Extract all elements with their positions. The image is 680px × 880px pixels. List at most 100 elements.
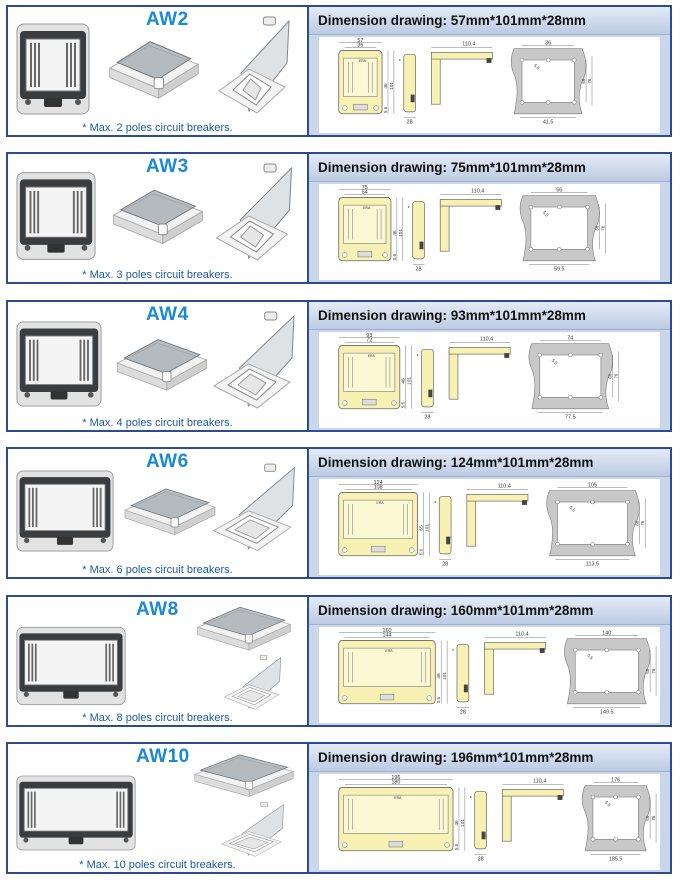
dim-inner-label: 36 [357, 43, 363, 49]
product-photos: AW6 * Max. 6 poles circuit breakers. [8, 449, 309, 577]
dim-height-label: 101 [442, 672, 448, 680]
model-name: AW6 [146, 451, 189, 472]
dimension-title: Dimension drawing: 124mm*101mm*28mm [309, 449, 670, 477]
dim-width-label: 75 [362, 185, 368, 191]
mount-bottom-label: 185.5 [609, 856, 623, 862]
dim-small-label: 5.6 [454, 843, 459, 850]
brand-label: ERA [363, 206, 371, 210]
dim-small-label: 5.6 [418, 548, 423, 555]
hole-diameter-label: 5.5 [604, 800, 612, 808]
capacity-note: * Max. 3 poles circuit breakers. [82, 269, 233, 281]
dim-depth-label: 110.4 [480, 337, 493, 343]
model-name: AW8 [136, 599, 179, 620]
product-row-aw6: AW6 * Max. 6 poles circuit breakers. Dimen… [6, 447, 672, 579]
dim-height-label: 101 [424, 524, 430, 532]
hole-diameter-label: 5.5 [533, 63, 541, 71]
dimension-title: Dimension drawing: 57mm*101mm*28mm [309, 7, 670, 35]
enclosure-open-photo [208, 308, 298, 418]
model-name: AW3 [146, 156, 189, 177]
brand-label: ERA [385, 649, 393, 653]
brand-label: ERA [377, 501, 385, 505]
dim-height2-label: 46 [436, 673, 442, 679]
enclosure-front-photo [16, 459, 114, 563]
dim-depth-label: 110.4 [515, 632, 528, 638]
enclosure-closed-photo [122, 477, 218, 545]
capacity-note: * Max. 6 poles circuit breakers. [82, 564, 233, 576]
enclosure-front-photo [16, 770, 136, 856]
dim-depth-label: 110.4 [462, 42, 475, 48]
holes-spacing2-label: 76 [614, 373, 619, 378]
product-row-aw10: AW10 * Max. 10 poles circuit breakers. Dim… [6, 742, 672, 874]
dim-inner-label: 54 [362, 190, 368, 196]
holes-spacing-label: 66 [645, 815, 650, 820]
model-name: AW2 [146, 9, 189, 30]
mount-bottom-label: 77.5 [565, 414, 576, 420]
product-row-aw8: AW8 * Max. 8 poles circuit breakers. Dimen… [6, 595, 672, 727]
dim-side-label: 28 [442, 561, 448, 567]
dim-width-label: 124 [374, 480, 383, 486]
dim-side-label: 28 [416, 266, 422, 272]
dim-height2-label: 46 [401, 378, 407, 384]
product-row-aw3: AW3 * Max. 3 poles circuit breakers. Dimen… [6, 152, 672, 284]
holes-spacing2-label: 76 [587, 78, 592, 83]
product-photos: AW8 * Max. 8 poles circuit breakers. [8, 597, 309, 725]
product-photos: AW2 * Max. 2 poles circuit breakers. [8, 7, 309, 135]
product-photos: AW10 * Max. 10 poles circuit breakers. [8, 744, 309, 872]
dim-side-label: 28 [424, 414, 430, 420]
dim-inner-label: 144 [382, 633, 391, 639]
dimension-title: Dimension drawing: 160mm*101mm*28mm [309, 597, 670, 625]
holes-spacing2-label: 76 [651, 668, 656, 673]
dim-inner-label: 108 [374, 485, 383, 491]
mount-top-label: 36 [545, 41, 551, 47]
dim-small-label: 5.6 [401, 401, 406, 408]
dim-inner-label: 72 [366, 338, 372, 344]
brand-label: ERA [368, 354, 376, 358]
product-photos: AW3 * Max. 3 poles circuit breakers. [8, 154, 309, 282]
capacity-note: * Max. 8 poles circuit breakers. [82, 712, 233, 724]
dim-side-label: 28 [478, 856, 484, 862]
mount-top-label: 56 [556, 188, 562, 194]
enclosure-open-photo [208, 455, 298, 565]
mount-bottom-label: 149.5 [600, 709, 614, 715]
model-name: AW10 [136, 746, 190, 767]
enclosure-open-photo [204, 800, 300, 862]
holes-spacing2-label: 76 [651, 815, 656, 820]
enclosure-front-photo [16, 623, 126, 709]
capacity-note: * Max. 10 poles circuit breakers. [79, 859, 236, 871]
hole-diameter-label: 5.5 [586, 653, 594, 661]
dim-width-label: 196 [391, 775, 400, 781]
enclosure-front-photo [16, 164, 96, 268]
enclosure-open-photo [208, 160, 298, 270]
mount-top-label: 140 [602, 631, 611, 637]
enclosure-closed-photo [192, 750, 296, 800]
dim-width-label: 57 [357, 38, 363, 44]
holes-spacing2-label: 76 [640, 520, 645, 525]
dim-height2-label: 46 [383, 83, 389, 89]
enclosure-front-photo [16, 312, 102, 416]
holes-spacing-label: 66 [581, 78, 586, 83]
enclosure-closed-photo [192, 603, 296, 653]
mount-top-label: 176 [611, 778, 620, 784]
capacity-note: * Max. 2 poles circuit breakers. [82, 122, 233, 134]
product-row-aw2: AW2 * Max. 2 poles circuit breakers. Dimen… [6, 5, 672, 137]
enclosure-front-photo [16, 17, 90, 121]
dim-small-label: 5.6 [436, 696, 441, 703]
dim-depth-label: 110.4 [533, 779, 546, 785]
capacity-note: * Max. 4 poles circuit breakers. [82, 417, 233, 429]
mount-top-label: 74 [567, 336, 573, 342]
dim-height-label: 101 [389, 82, 395, 90]
brand-label: ERA [394, 796, 402, 800]
enclosure-closed-photo [106, 35, 202, 103]
hole-diameter-label: 5.5 [568, 505, 576, 513]
mount-top-label: 105 [588, 483, 597, 489]
